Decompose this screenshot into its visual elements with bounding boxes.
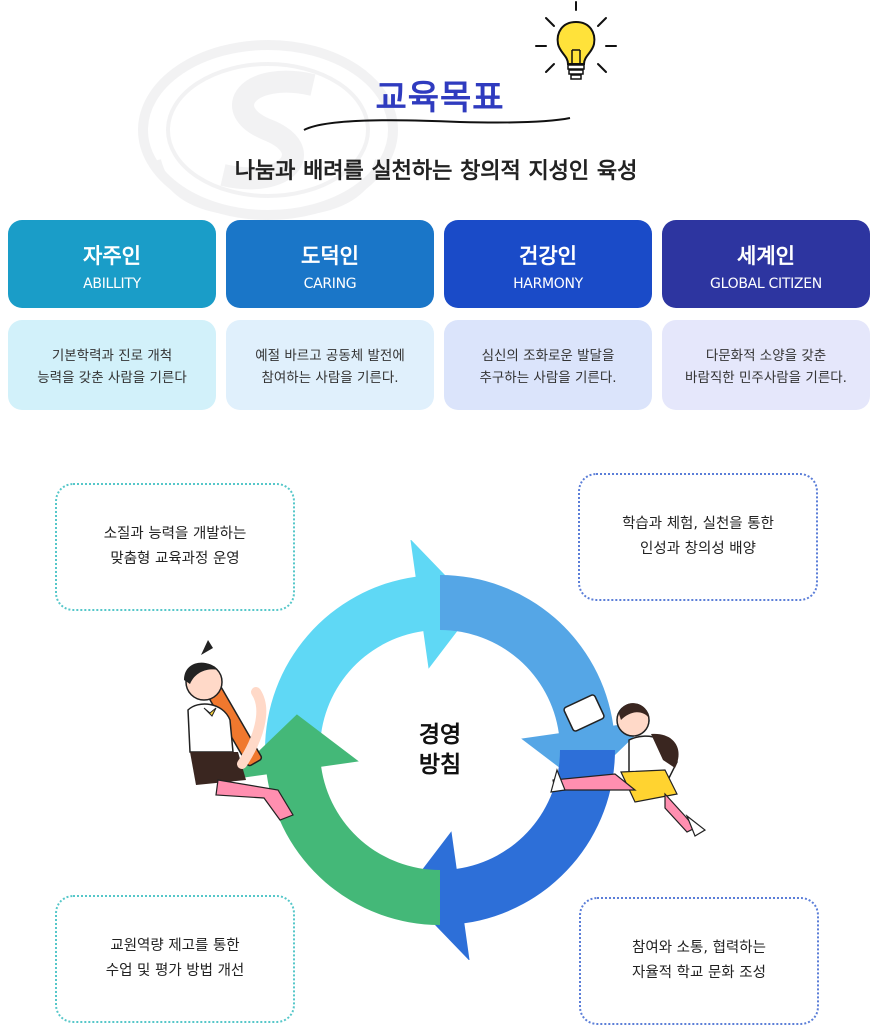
cycle-arrow-right xyxy=(440,575,650,786)
goal-name: 도덕인 xyxy=(301,244,359,268)
management-cycle-diagram xyxy=(230,540,650,960)
cycle-arrow-bottom xyxy=(404,750,615,960)
goal-name: 세계인 xyxy=(737,244,795,268)
center-label-line: 경영 xyxy=(418,722,462,748)
goal-desc-line: 예절 바르고 공동체 발전에 xyxy=(255,348,405,364)
goal-desc-line: 능력을 갖춘 사람을 기른다 xyxy=(37,370,187,386)
cycle-center-label: 경영 방침 xyxy=(380,720,500,780)
cycle-arrow-left xyxy=(230,714,440,925)
goal-desc-line: 심신의 조화로운 발달을 xyxy=(481,348,615,364)
policy-line: 인성과 창의성 배양 xyxy=(640,541,756,557)
cycle-arrow-top xyxy=(265,540,476,750)
policy-line: 학습과 체험, 실천을 통한 xyxy=(622,516,774,532)
policy-box-0: 소질과 능력을 개발하는 맞춤형 교육과정 운영 xyxy=(55,483,295,611)
goal-english-name: GLOBAL CITIZEN xyxy=(710,276,822,292)
goal-card-desc-2: 심신의 조화로운 발달을 추구하는 사람을 기른다. xyxy=(444,320,652,410)
goal-statement: 나눔과 배려를 실천하는 창의적 지성인 육성 xyxy=(234,159,638,184)
goal-desc-line: 기본학력과 진로 개척 xyxy=(51,348,173,364)
goal-desc-line: 참여하는 사람을 기른다. xyxy=(261,370,399,386)
boy-reading-illustration xyxy=(550,694,707,837)
policy-line: 참여와 소통, 협력하는 xyxy=(632,940,766,956)
policy-line: 소질과 능력을 개발하는 xyxy=(103,526,247,542)
girl-with-pencil-illustration xyxy=(184,640,294,821)
policy-line: 맞춤형 교육과정 운영 xyxy=(110,551,240,567)
goal-card-header-0: 자주인 ABILLITY xyxy=(8,220,216,308)
goal-desc-line: 바람직한 민주사람을 기른다. xyxy=(685,370,847,386)
policy-line: 수업 및 평가 방법 개선 xyxy=(105,963,245,979)
goal-card-desc-0: 기본학력과 진로 개척 능력을 갖춘 사람을 기른다 xyxy=(8,320,216,410)
policy-box-2: 교원역량 제고를 통한 수업 및 평가 방법 개선 xyxy=(55,895,295,1023)
page-title: 교육목표 xyxy=(375,78,505,118)
goal-desc-line: 추구하는 사람을 기른다. xyxy=(479,370,617,386)
policy-box-3: 참여와 소통, 협력하는 자율적 학교 문화 조성 xyxy=(579,897,819,1025)
policy-box-1: 학습과 체험, 실천을 통한 인성과 창의성 배양 xyxy=(578,473,818,601)
goal-card-desc-1: 예절 바르고 공동체 발전에 참여하는 사람을 기른다. xyxy=(226,320,434,410)
goal-name: 자주인 xyxy=(83,244,141,268)
goal-card-header-2: 건강인 HARMONY xyxy=(444,220,652,308)
policy-line: 자율적 학교 문화 조성 xyxy=(632,965,766,981)
goal-card-header-3: 세계인 GLOBAL CITIZEN xyxy=(662,220,870,308)
policy-line: 교원역량 제고를 통한 xyxy=(110,938,240,954)
goal-english-name: ABILLITY xyxy=(83,276,141,292)
school-emblem-watermark xyxy=(138,40,398,220)
title-underline-decoration xyxy=(303,117,571,131)
lightbulb-icon xyxy=(535,1,617,80)
center-label-line: 방침 xyxy=(418,752,462,778)
goal-card-header-1: 도덕인 CARING xyxy=(226,220,434,308)
goal-english-name: CARING xyxy=(303,276,357,292)
goal-card-desc-3: 다문화적 소양을 갖춘 바람직한 민주사람을 기른다. xyxy=(662,320,870,410)
goal-desc-line: 다문화적 소양을 갖춘 xyxy=(705,348,827,364)
goal-english-name: HARMONY xyxy=(513,276,583,292)
goal-name: 건강인 xyxy=(519,244,577,268)
